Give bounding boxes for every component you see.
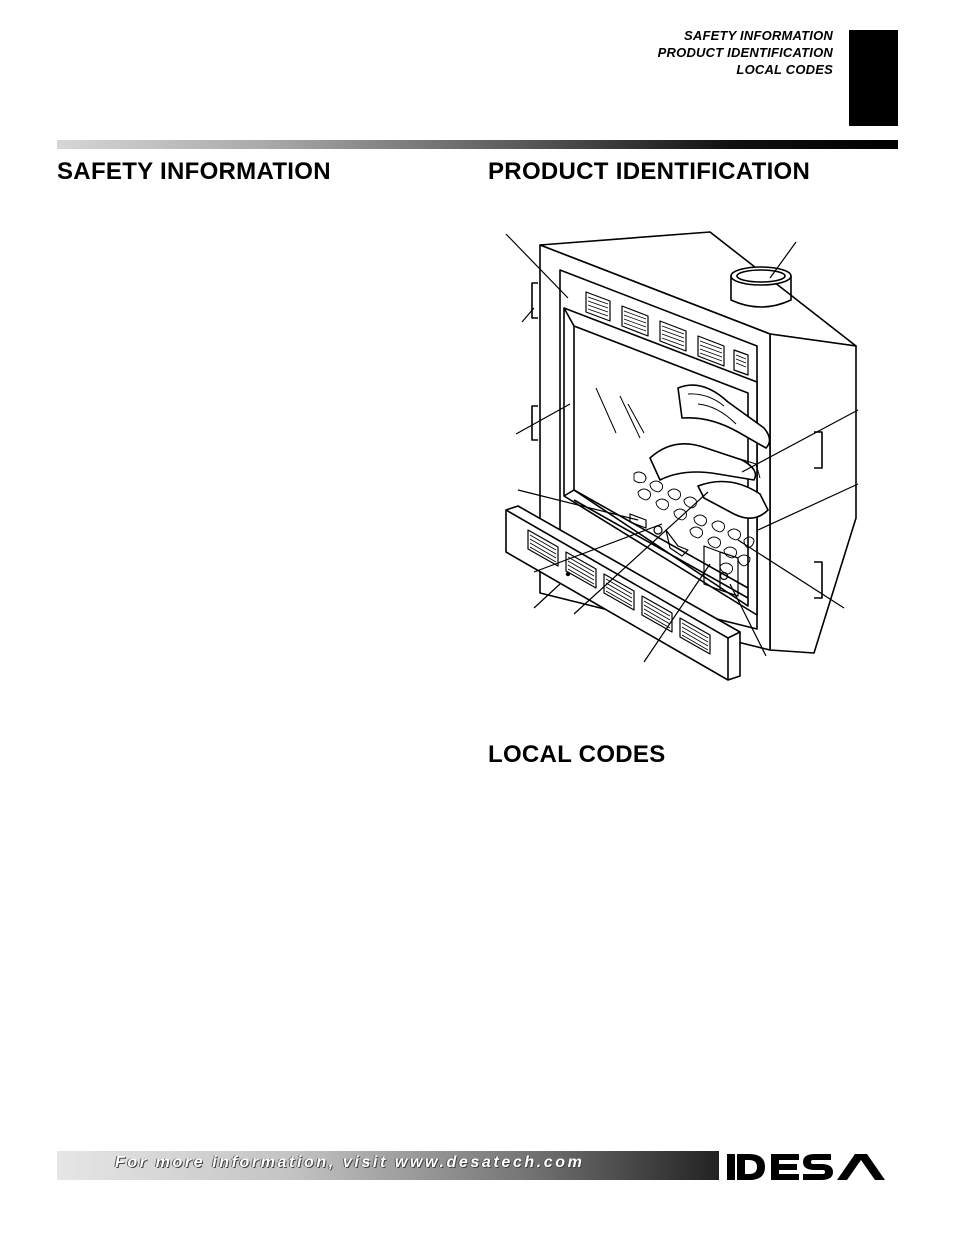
product-identification-heading: PRODUCT IDENTIFICATION: [488, 158, 811, 185]
header-link-local: LOCAL CODES: [736, 62, 833, 77]
header-section-list: SAFETY INFORMATION PRODUCT IDENTIFICATIO…: [658, 27, 833, 78]
footer-website-text: For more information, visit www.desatech…: [115, 1154, 585, 1171]
desa-logo: [727, 1154, 885, 1180]
safety-information-heading: SAFETY INFORMATION: [57, 158, 331, 185]
header-tab-block: [849, 30, 898, 126]
fireplace-illustration: [505, 231, 859, 681]
header-link-safety: SAFETY INFORMATION: [683, 28, 833, 43]
local-codes-heading: LOCAL CODES: [488, 741, 666, 768]
header-link-product: PRODUCT IDENTIFICATION: [657, 45, 833, 60]
footer-bar: [57, 1151, 719, 1180]
header-divider: [57, 140, 898, 149]
